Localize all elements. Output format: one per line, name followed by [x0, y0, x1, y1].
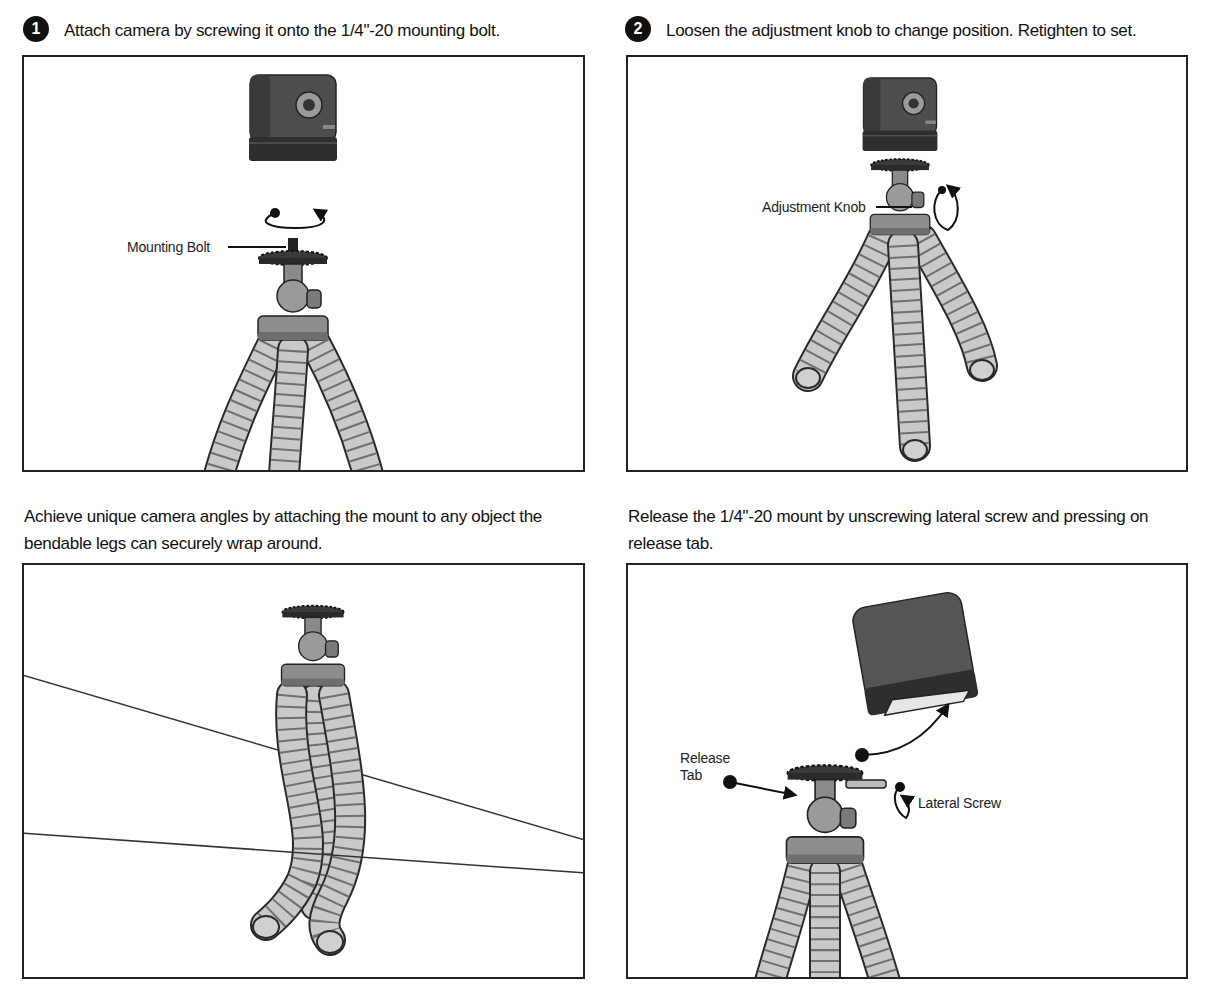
instruction-panel: Loosen the adjustment knob to change pos…	[626, 55, 1188, 472]
part-label: Lateral Screw	[918, 795, 1018, 812]
panel-heading: Loosen the adjustment knob to change pos…	[666, 17, 1190, 44]
tripod-adjust-illustration	[796, 78, 994, 460]
part-label: Adjustment Knob	[762, 199, 880, 216]
tripod-release-illustration	[723, 590, 979, 977]
part-label: Release Tab	[680, 750, 730, 784]
callout-number: 1	[23, 16, 49, 42]
panel-heading: Attach camera by screwing it onto the 1/…	[64, 17, 584, 44]
instruction-panel: Attach camera by screwing it onto the 1/…	[22, 55, 585, 472]
tripod-wrap-illustration	[24, 606, 583, 953]
instruction-panel: Release the 1/4"-20 mount by unscrewing …	[626, 563, 1188, 979]
tripod-attach-illustration	[215, 75, 372, 470]
panel-heading: Release the 1/4"-20 mount by unscrewing …	[628, 503, 1188, 557]
instruction-panel: Achieve unique camera angles by attachin…	[22, 563, 585, 979]
panel-heading: Achieve unique camera angles by attachin…	[24, 503, 589, 557]
part-label: Mounting Bolt	[127, 239, 237, 256]
callout-number: 2	[625, 16, 651, 42]
